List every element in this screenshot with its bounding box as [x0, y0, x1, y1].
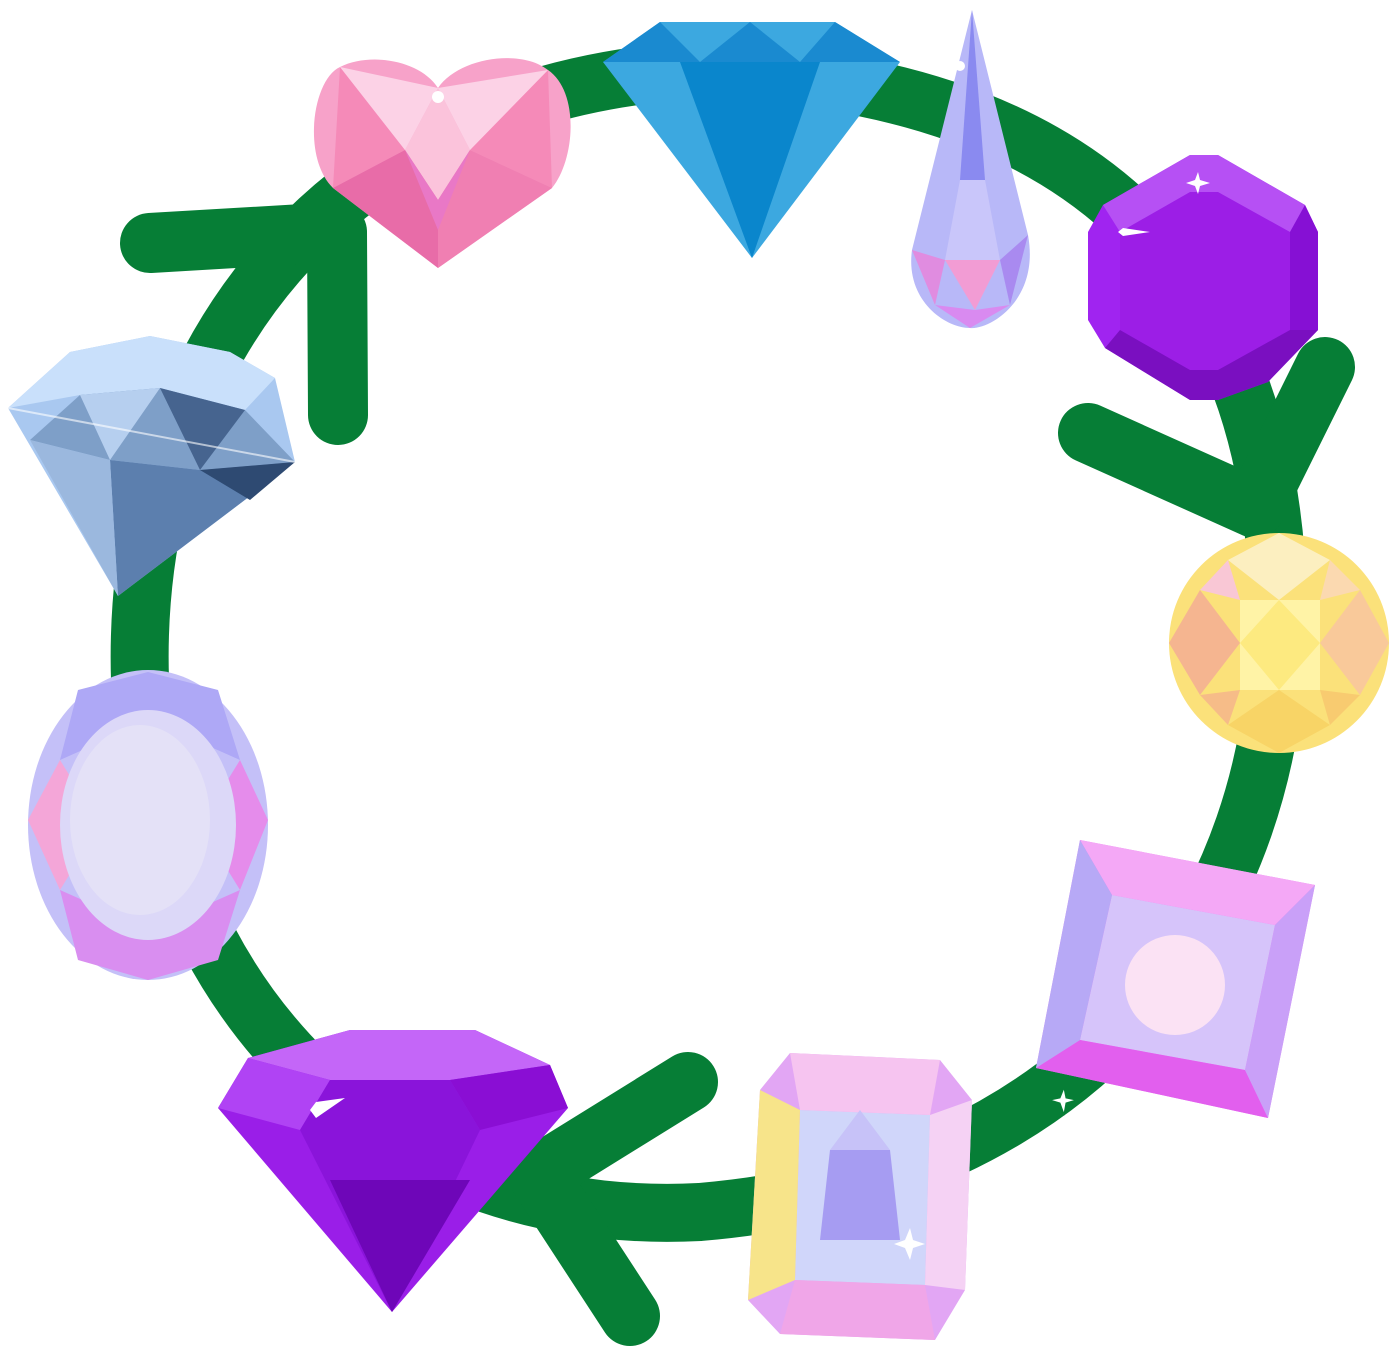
lavender-oval-gem: [28, 670, 268, 980]
teardrop-pendant: [911, 10, 1030, 328]
blue-diamond: [603, 22, 900, 258]
pink-princess-gem: [1036, 840, 1315, 1118]
round-brilliant-diamond: [8, 336, 295, 596]
yellow-round-gem: [1169, 533, 1389, 753]
emerald-cut-gem: [748, 1053, 972, 1340]
